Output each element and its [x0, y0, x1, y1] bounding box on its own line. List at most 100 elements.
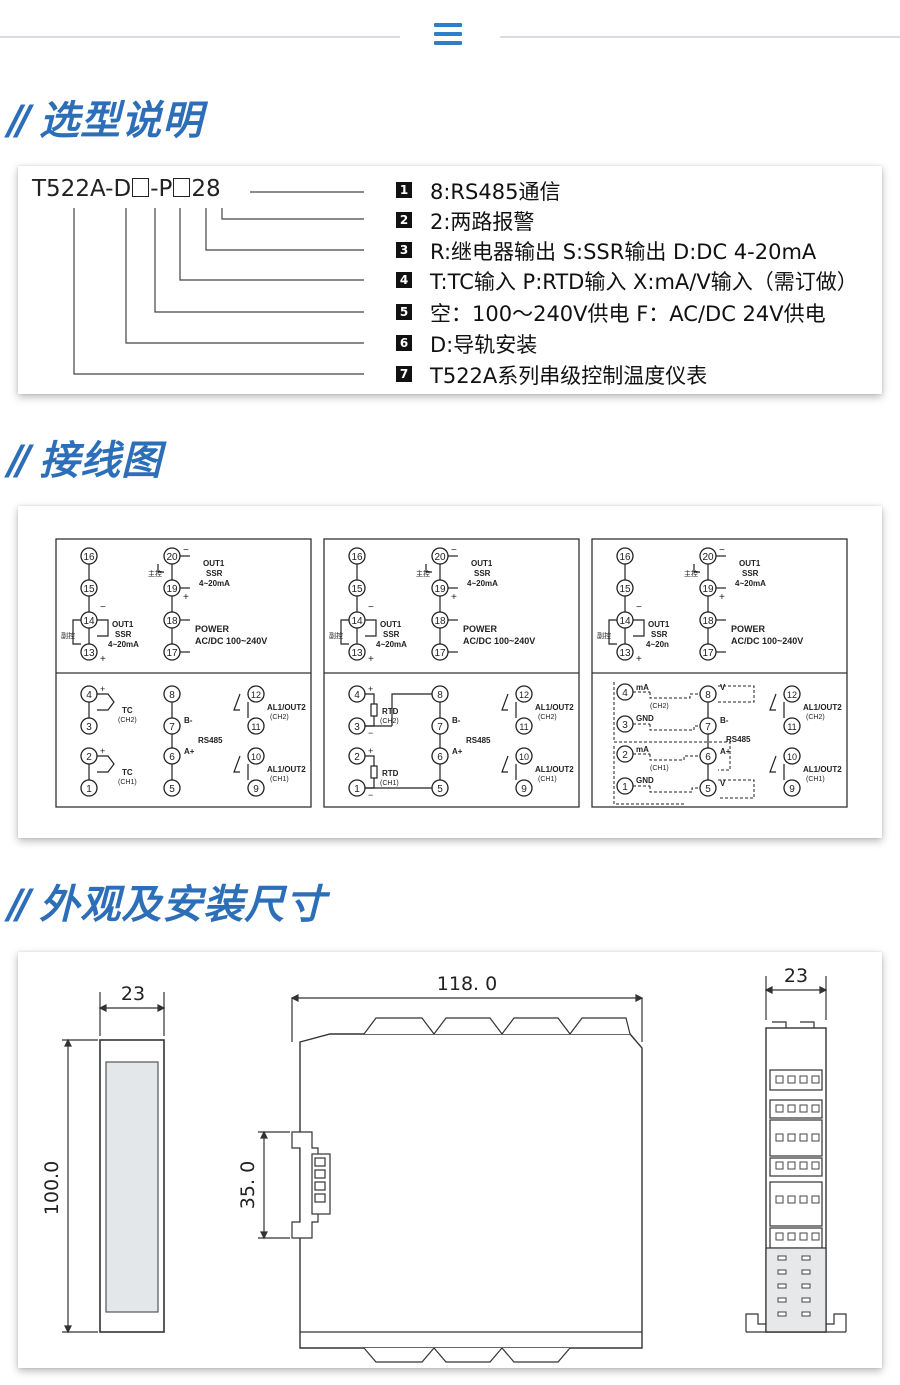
header-divider-left: [0, 36, 400, 38]
svg-text:20: 20: [166, 552, 178, 563]
svg-text:(CH2): (CH2): [380, 718, 399, 725]
svg-text:副控: 副控: [597, 631, 611, 640]
svg-text:RTD: RTD: [382, 769, 399, 778]
svg-text:SSR: SSR: [115, 630, 132, 639]
svg-text:−: −: [368, 790, 373, 800]
svg-text:(CH2): (CH2): [650, 703, 669, 710]
svg-text:主控: 主控: [416, 569, 430, 578]
svg-text:19: 19: [434, 584, 446, 595]
svg-text:+: +: [100, 654, 106, 665]
svg-text:1: 1: [622, 782, 628, 793]
svg-text:(CH1): (CH1): [538, 776, 557, 783]
svg-text:5: 5: [169, 784, 175, 795]
svg-text:15: 15: [351, 584, 363, 595]
front-width-label: 23: [121, 983, 145, 1005]
model-code-leader-lines: [73, 191, 364, 375]
svg-text:5: 5: [705, 784, 711, 795]
svg-text:12: 12: [787, 690, 797, 700]
svg-text:2: 2: [354, 752, 360, 763]
svg-text:OUT1: OUT1: [739, 559, 761, 568]
svg-text:+: +: [636, 654, 642, 665]
svg-text:POWER: POWER: [731, 624, 766, 634]
svg-text:10: 10: [787, 752, 797, 762]
svg-text:(CH1): (CH1): [650, 765, 669, 772]
svg-text:AL1/OUT2: AL1/OUT2: [535, 703, 574, 712]
svg-text:−: −: [368, 728, 373, 738]
svg-text:6: 6: [169, 752, 175, 763]
svg-text:12: 12: [251, 690, 261, 700]
lower-wiring-ma-v: 4 3 2 1 8 7 6 5 12 11 10 9 mA GND mA GND…: [613, 682, 842, 805]
svg-text:18: 18: [166, 616, 178, 627]
svg-text:+: +: [183, 592, 189, 603]
svg-text:(CH2): (CH2): [118, 717, 137, 724]
svg-text:10: 10: [251, 752, 261, 762]
svg-text:RS485: RS485: [726, 735, 751, 744]
svg-text:AC/DC 100~240V: AC/DC 100~240V: [195, 636, 267, 646]
svg-text:8: 8: [437, 690, 443, 701]
svg-text:主控: 主控: [684, 569, 698, 578]
svg-text:+: +: [368, 684, 373, 694]
end-width-label: 23: [784, 965, 808, 987]
legend-text: 8:RS485通信: [430, 180, 561, 204]
dimensions-card: 23 100.0 118. 0 35. 0 23: [18, 952, 882, 1368]
svg-text:2: 2: [622, 750, 628, 761]
svg-text:13: 13: [83, 648, 95, 659]
wiring-card: 16 15 14 13 20 19 18 17 − + − + 主控 副控 OU…: [18, 506, 882, 838]
upper-wiring-panel-2: 16 15 14 13 20 19 18 17 −+−+ 主控 副控 OUT1 …: [329, 545, 535, 665]
svg-text:OUT1: OUT1: [471, 559, 493, 568]
svg-text:+: +: [368, 746, 373, 756]
svg-text:(CH1): (CH1): [270, 776, 289, 783]
svg-text:11: 11: [787, 722, 796, 732]
svg-text:副控: 副控: [329, 631, 343, 640]
svg-text:V: V: [720, 779, 726, 788]
legend-text: T:TC输入 P:RTD输入 X:mA/V输入（需订做）: [430, 270, 858, 294]
model-code-box: [173, 178, 191, 197]
lower-wiring-rtd: 4 3 2 1 8 7 6 5 12 11 10 9 +− +− RTD (CH…: [348, 684, 574, 800]
svg-text:3: 3: [622, 720, 628, 731]
legend-text: D:导轨安装: [430, 333, 538, 357]
svg-text:13: 13: [351, 648, 363, 659]
svg-text:AC/DC 100~240V: AC/DC 100~240V: [463, 636, 535, 646]
svg-text:SSR: SSR: [651, 630, 668, 639]
svg-text:20: 20: [702, 552, 714, 563]
svg-text:AL1/OUT2: AL1/OUT2: [803, 765, 842, 774]
svg-text:3: 3: [86, 722, 92, 733]
svg-text:A+: A+: [452, 747, 463, 756]
svg-text:RS485: RS485: [466, 736, 491, 745]
svg-text:−: −: [719, 545, 725, 556]
svg-text:12: 12: [519, 690, 529, 700]
height-label: 100.0: [41, 1161, 63, 1215]
svg-text:SSR: SSR: [474, 569, 491, 578]
svg-text:16: 16: [83, 552, 95, 563]
svg-text:18: 18: [702, 616, 714, 627]
hamburger-menu-icon[interactable]: [430, 18, 466, 52]
svg-text:7: 7: [169, 722, 175, 733]
svg-text:(CH2): (CH2): [270, 714, 289, 721]
svg-text:−: −: [451, 545, 457, 556]
svg-text:13: 13: [619, 648, 631, 659]
svg-text:9: 9: [253, 784, 259, 795]
svg-text:+: +: [451, 592, 457, 603]
upper-wiring-panel-1: 16 15 14 13 20 19 18 17 − + − + 主控 副控 OU…: [61, 545, 267, 665]
svg-text:SSR: SSR: [383, 630, 400, 639]
svg-text:2: 2: [86, 752, 92, 763]
model-code-box: [132, 178, 150, 197]
svg-text:4~20mA: 4~20mA: [199, 579, 230, 588]
svg-text:16: 16: [351, 552, 363, 563]
svg-text:4~20mA: 4~20mA: [735, 579, 766, 588]
svg-text:7: 7: [437, 722, 443, 733]
svg-text:(CH1): (CH1): [380, 780, 399, 787]
svg-text:4~20mA: 4~20mA: [376, 640, 407, 649]
svg-text:17: 17: [702, 648, 714, 659]
svg-text:4~20mA: 4~20mA: [467, 579, 498, 588]
section-title-selection: //选型说明: [8, 98, 204, 144]
svg-text:14: 14: [619, 616, 631, 627]
svg-text:mA: mA: [636, 683, 649, 692]
svg-text:AL1/OUT2: AL1/OUT2: [267, 703, 306, 712]
upper-wiring-panel-3: 16 15 14 13 20 19 18 17 −+−+ 主控 副控 OUT1 …: [597, 545, 803, 665]
main-ctrl-label: 主控: [148, 569, 162, 578]
double-slash-icon: //: [8, 98, 31, 144]
svg-text:SSR: SSR: [742, 569, 759, 578]
